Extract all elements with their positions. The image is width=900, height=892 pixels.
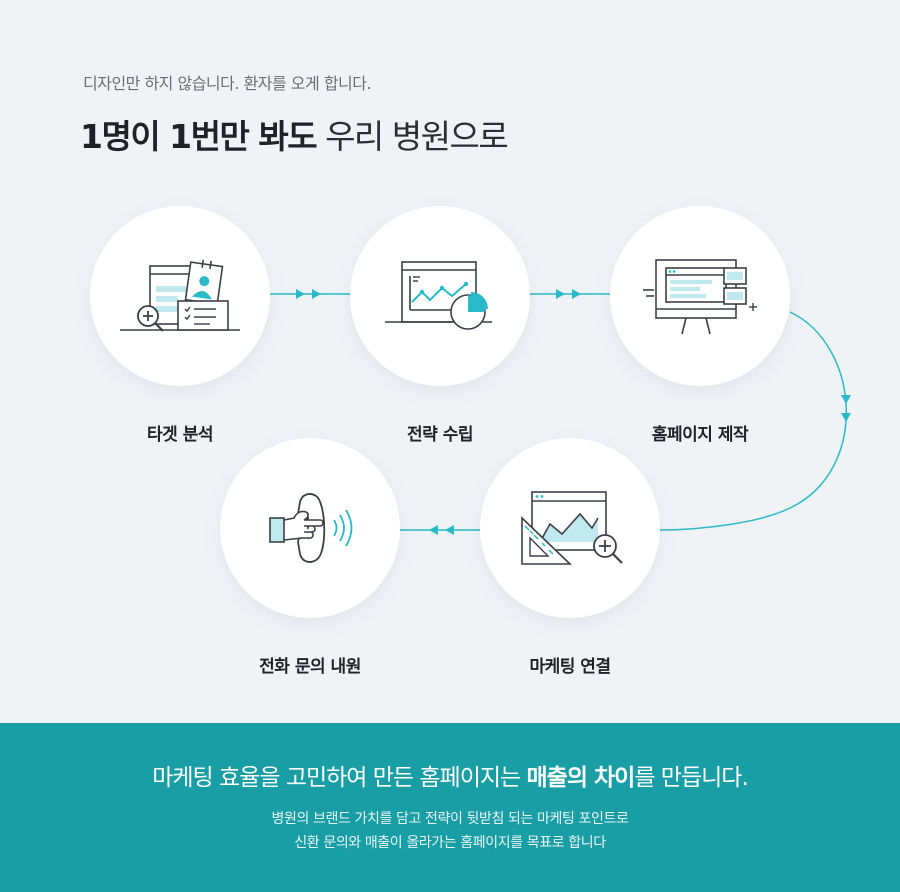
- footer-headline-post: 를 만듭니다.: [634, 765, 748, 791]
- arrow-right-icon: [556, 289, 565, 299]
- step-target-analysis: 타겟 분석: [90, 206, 270, 445]
- step-label: 타겟 분석: [147, 425, 213, 445]
- arrow-down-icon: [841, 413, 851, 422]
- arrow-right-icon: [572, 289, 581, 299]
- step-marketing: 마케팅 연결: [480, 438, 660, 677]
- step-circle: [90, 206, 270, 386]
- step-label: 마케팅 연결: [529, 657, 611, 677]
- step-label: 전략 수립: [407, 425, 473, 445]
- footer-banner: 마케팅 효율을 고민하여 만든 홈페이지는 매출의 차이를 만듭니다. 병원의 …: [0, 723, 900, 892]
- website-monitor-icon: [643, 259, 757, 335]
- flow-connectors: [270, 289, 851, 535]
- strategy-chart-icon: [385, 261, 492, 330]
- footer-headline: 마케팅 효율을 고민하여 만든 홈페이지는 매출의 차이를 만듭니다.: [0, 758, 900, 792]
- headline-bold: 1명이 1번만 봐도: [80, 117, 318, 156]
- footer-body: 병원의 브랜드 가치를 담고 전략이 뒷받침 되는 마케팅 포인트로 신환 문의…: [0, 807, 900, 855]
- arrow-right-icon: [296, 289, 305, 299]
- step-circle: [350, 206, 530, 386]
- step-circle: [610, 206, 790, 386]
- step-phone-inquiry: 전화 문의 내원: [220, 438, 400, 677]
- step-website: 홈페이지 제작: [610, 206, 790, 445]
- step-circle: [480, 438, 660, 618]
- connector-3-4: [659, 311, 847, 531]
- step-label: 전화 문의 내원: [259, 657, 361, 677]
- arrow-left-icon: [445, 525, 454, 535]
- arrow-down-icon: [841, 395, 851, 404]
- footer-body-line: 신환 문의와 매출이 올라가는 홈페이지를 목표로 합니다: [294, 835, 606, 851]
- footer-headline-bold: 매출의 차이: [526, 765, 636, 791]
- target-analysis-icon: [120, 259, 240, 332]
- footer-headline-pre: 마케팅 효율을 고민하여 만든 홈페이지는: [152, 765, 521, 791]
- arrow-left-icon: [429, 525, 438, 535]
- footer-body-line: 병원의 브랜드 가치를 담고 전략이 뒷받침 되는 마케팅 포인트로: [271, 811, 629, 827]
- arrow-right-icon: [312, 289, 321, 299]
- page-title: 1명이 1번만 봐도 우리 병원으로: [80, 110, 509, 158]
- marketing-analytics-icon: [521, 491, 623, 565]
- headline-light: 우리 병원으로: [325, 117, 509, 156]
- step-circle: [220, 438, 400, 618]
- phone-call-icon: [269, 493, 353, 563]
- step-strategy: 전략 수립: [350, 206, 530, 445]
- intro-subtitle: 디자인만 하지 않습니다. 환자를 오게 합니다.: [83, 74, 372, 93]
- step-label: 홈페이지 제작: [651, 425, 749, 445]
